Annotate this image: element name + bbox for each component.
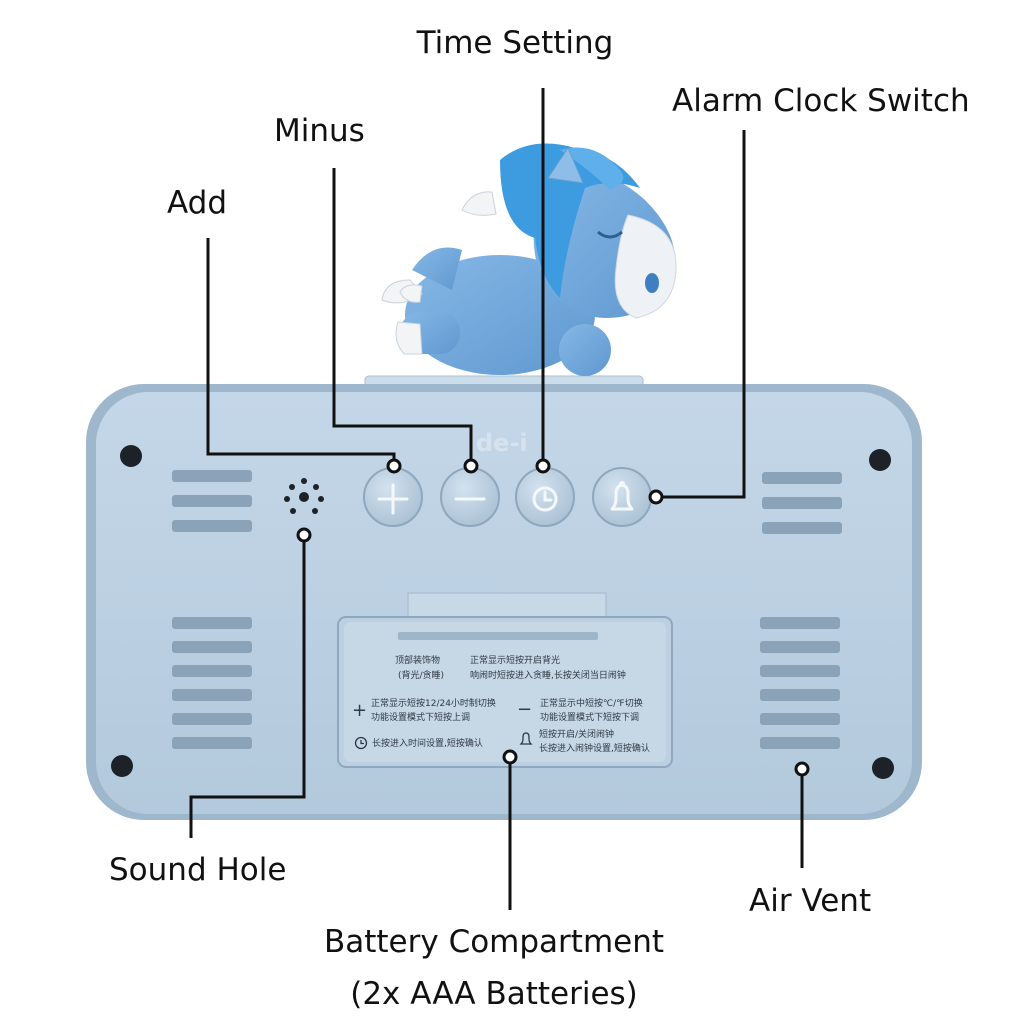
- label-clock-icon: [354, 736, 368, 750]
- svg-text:正常显示短按开启背光: 正常显示短按开启背光: [470, 654, 560, 666]
- air-vent-label: Air Vent: [749, 883, 872, 919]
- sound-hole: [284, 478, 324, 514]
- add-label: Add: [167, 185, 228, 221]
- clock-icon: [532, 486, 558, 512]
- minus-label: Minus: [274, 113, 365, 149]
- plus-icon: [377, 483, 409, 515]
- brand-logo: de-i: [476, 429, 528, 457]
- alarm-clock-switch-label: Alarm Clock Switch: [672, 83, 970, 119]
- battery-type-text: (2x AAA Batteries): [350, 976, 638, 1012]
- alarm-leader-line: [656, 130, 746, 499]
- label-minus-icon: −: [517, 699, 532, 720]
- horse-figurine: [364, 143, 677, 399]
- svg-text:正常显示短按12/24小时制切换: 正常显示短按12/24小时制切换: [371, 697, 496, 709]
- alarm-switch-button[interactable]: [592, 467, 652, 527]
- battery-compartment: 顶部装饰物 (背光/贪睡) 正常显示短按开启背光 响闹时短按进入贪睡,长按关闭当…: [337, 592, 673, 768]
- add-button[interactable]: [363, 467, 423, 527]
- battery-compartment-title: Battery Compartment: [323, 924, 665, 960]
- sound-hole-label: Sound Hole: [109, 852, 287, 888]
- label-plate: 顶部装饰物 (背光/贪睡) 正常显示短按开启背光 响闹时短按进入贪睡,长按关闭当…: [352, 654, 650, 754]
- screw-hole: [869, 449, 891, 471]
- air-vent-right: [760, 472, 842, 749]
- leader-endpoints: [296, 458, 810, 777]
- minus-button[interactable]: [440, 467, 500, 527]
- screw-hole: [111, 755, 133, 777]
- svg-text:长按进入时间设置,短按确认: 长按进入时间设置,短按确认: [372, 737, 483, 749]
- time-setting-label: Time Setting: [416, 25, 614, 61]
- svg-text:正常显示中短按℃/℉切换: 正常显示中短按℃/℉切换: [540, 697, 643, 709]
- svg-text:长按进入闹钟设置,短按确认: 长按进入闹钟设置,短按确认: [539, 742, 650, 754]
- svg-text:功能设置模式下短按上调: 功能设置模式下短按上调: [371, 711, 470, 723]
- sound-hole-leader-line: [189, 535, 306, 838]
- battery-compartment-label: Battery Compartment (2x AAA Batteries): [324, 916, 664, 1020]
- svg-text:短按开启/关闭闹钟: 短按开启/关闭闹钟: [539, 728, 614, 740]
- svg-text:功能设置模式下短按下调: 功能设置模式下短按下调: [540, 711, 639, 723]
- svg-text:(背光/贪睡): (背光/贪睡): [398, 669, 444, 681]
- svg-text:顶部装饰物: 顶部装饰物: [395, 654, 440, 666]
- screw-hole: [872, 757, 894, 779]
- bell-icon: [610, 481, 634, 511]
- time-setting-button[interactable]: [515, 467, 575, 527]
- svg-text:响闹时短按进入贪睡,长按关闭当日闹钟: 响闹时短按进入贪睡,长按关闭当日闹钟: [470, 669, 626, 681]
- label-bell-icon: [519, 732, 533, 745]
- air-vent-left: [172, 470, 252, 749]
- minus-leader-line: [332, 168, 473, 466]
- screw-hole: [120, 445, 142, 467]
- label-plus-icon: +: [352, 700, 367, 721]
